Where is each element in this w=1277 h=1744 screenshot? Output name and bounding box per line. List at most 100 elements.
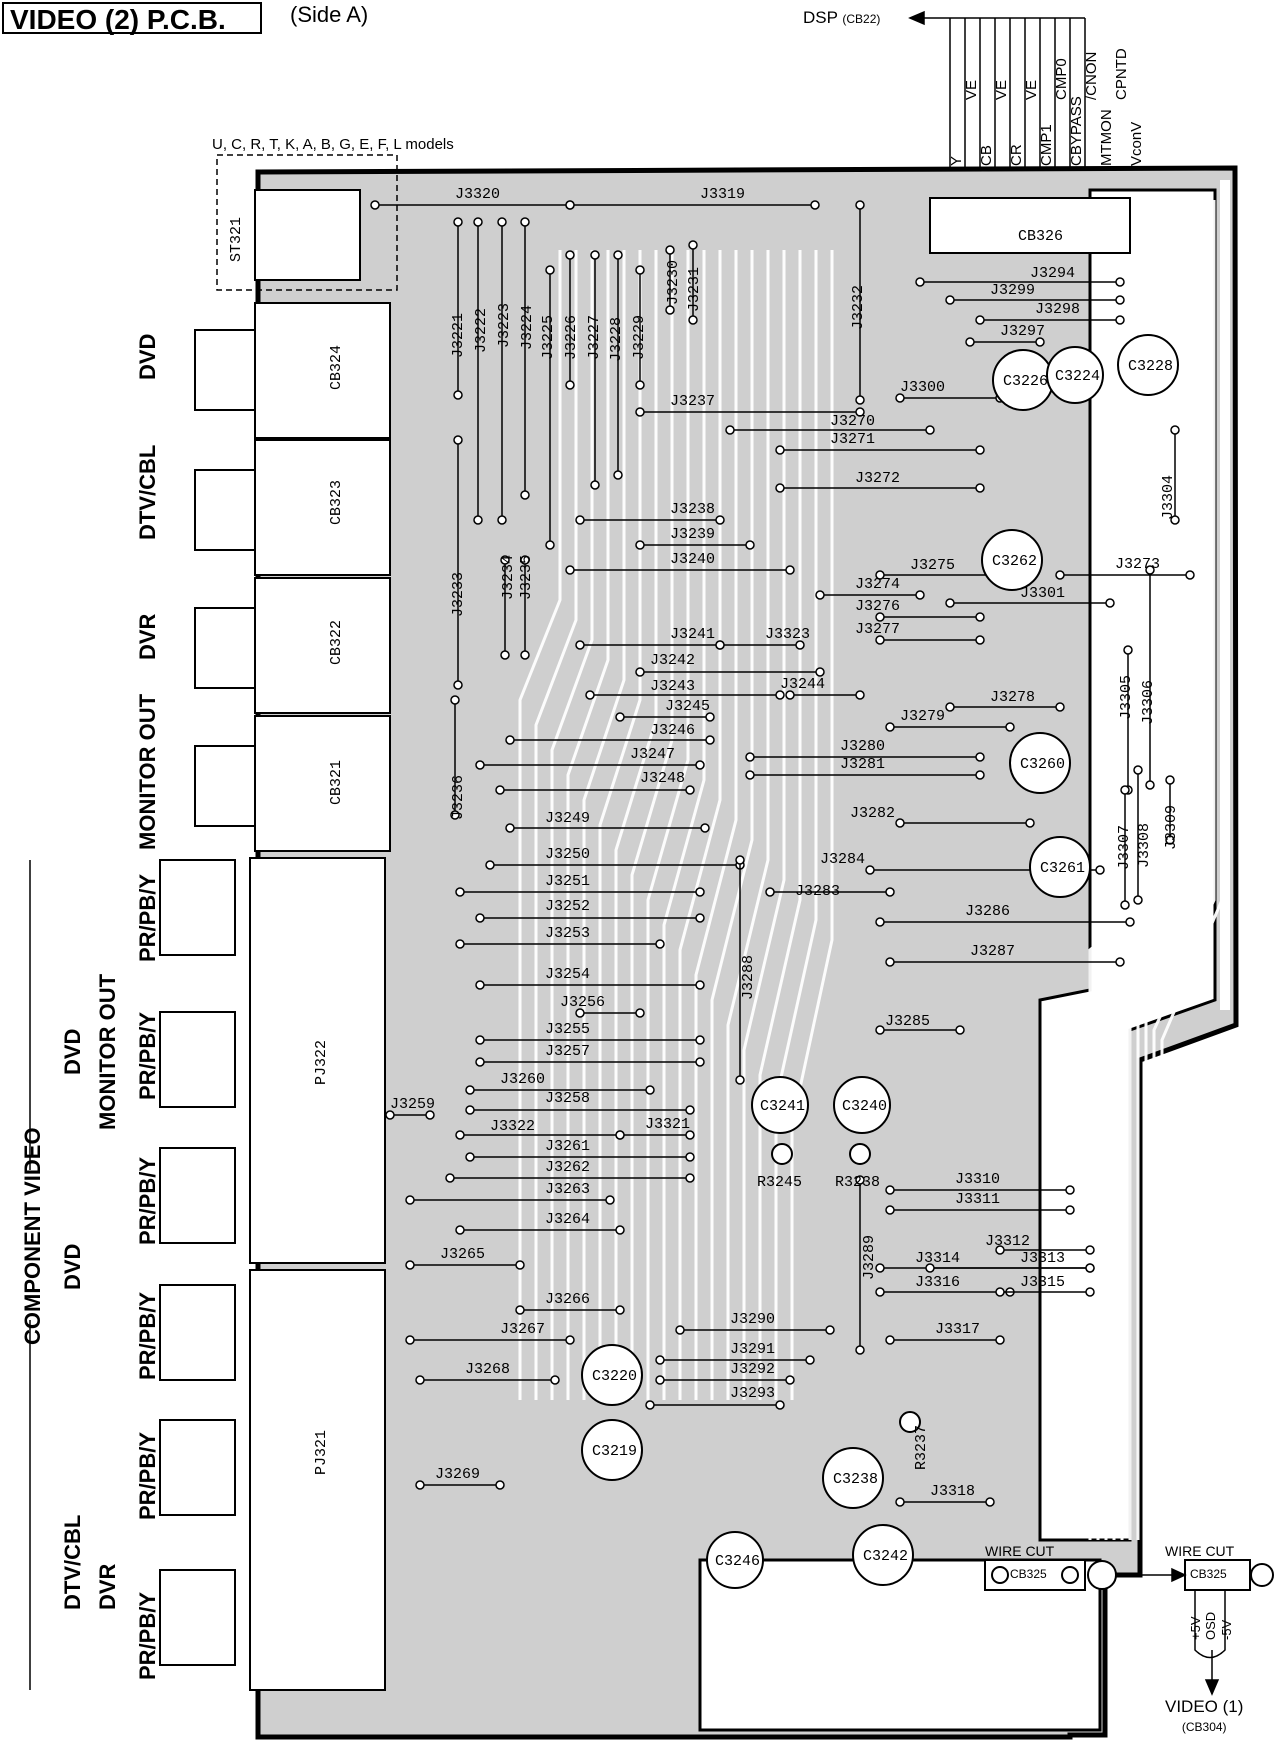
jumper-pad <box>775 445 785 455</box>
jumper-pad <box>1035 337 1045 347</box>
jumper-pad <box>615 1305 625 1315</box>
jack-blocks-upper <box>194 302 391 852</box>
capacitor-c3242 <box>852 1524 914 1586</box>
capacitor-label-c3246: C3246 <box>715 1553 760 1570</box>
label-dvr: DVR <box>135 613 160 660</box>
jumper-pad <box>1115 957 1125 967</box>
jumper-label-j3268: J3268 <box>465 1361 510 1378</box>
jumper-pad <box>615 712 625 722</box>
jumper-pad <box>885 722 895 732</box>
power-plus5: +5V <box>1188 1616 1203 1641</box>
board-ref-cb324: CB324 <box>328 345 345 390</box>
capacitor-c3240 <box>833 1076 891 1134</box>
jumper-pad <box>590 480 600 490</box>
jumper-pad <box>1115 315 1125 325</box>
jumper-label-j3258: J3258 <box>545 1090 590 1107</box>
jumper-pad <box>975 635 985 645</box>
jumper-label-j3257: J3257 <box>545 1043 590 1060</box>
page-title: VIDEO (2) P.C.B. <box>2 2 262 35</box>
jumper-pad <box>695 1035 705 1045</box>
jack-blocks-component <box>159 857 386 1691</box>
label-monitor-out: MONITOR OUT <box>135 693 160 850</box>
jumper-label-j3240: J3240 <box>670 551 715 568</box>
jumper-pad <box>575 640 585 650</box>
jumper-pad <box>1133 765 1143 775</box>
jumper-pad <box>575 1008 585 1018</box>
jumper-label-j3269: J3269 <box>435 1466 480 1483</box>
jumper-pad <box>895 1497 905 1507</box>
jumper-label-j3288: J3288 <box>740 955 757 1000</box>
jumper-pad <box>695 760 705 770</box>
capacitor-label-c3261: C3261 <box>1040 860 1085 877</box>
jumper-pad <box>635 407 645 417</box>
jumper-pad <box>975 315 985 325</box>
jumper-label-j3285: J3285 <box>885 1013 930 1030</box>
dsp-signal-cr: CR <box>1008 144 1025 166</box>
jumper-pad <box>465 1152 475 1162</box>
jumper-label-j3235: J3235 <box>518 555 535 600</box>
jumper-pad <box>685 785 695 795</box>
jumper-pad <box>475 913 485 923</box>
connector-cb326 <box>929 197 1131 254</box>
jumper-pad <box>425 1110 435 1120</box>
jumper-pad <box>497 217 507 227</box>
jumper-pad <box>805 1355 815 1365</box>
jumper-pad <box>765 887 775 897</box>
jumper-pad <box>995 1335 1005 1345</box>
jumper-pad <box>565 200 575 210</box>
jumper-pad <box>705 735 715 745</box>
capacitor-label-c3260: C3260 <box>1020 756 1065 773</box>
jumper-pad <box>1125 917 1135 927</box>
jumper-pad <box>1085 1245 1095 1255</box>
jumper-label-j3289: J3289 <box>861 1235 878 1280</box>
jumper-pad <box>785 565 795 575</box>
jumper-pad <box>715 640 725 650</box>
jumper-pad <box>875 917 885 927</box>
jumper-pad <box>815 590 825 600</box>
jumper-pad <box>655 1375 665 1385</box>
jumper-label-j3250: J3250 <box>545 846 590 863</box>
jumper-pad <box>735 1075 745 1085</box>
jumper-pad <box>445 1173 455 1183</box>
dsp-signal-top-3: CMP0 <box>1053 58 1070 100</box>
jumper-label-j3283: J3283 <box>795 883 840 900</box>
jumper-label-j3304: J3304 <box>1160 475 1177 520</box>
jumper-label-j3307: J3307 <box>1116 825 1133 870</box>
jumper-label-j3261: J3261 <box>545 1138 590 1155</box>
jumper-pad <box>855 1175 865 1185</box>
jumper-pad <box>465 1105 475 1115</box>
jumper-pad <box>775 483 785 493</box>
label-pr-pb-y-6: PR/PB/Y <box>135 1591 160 1680</box>
jumper-label-j3262: J3262 <box>545 1159 590 1176</box>
jumper-pad <box>855 200 865 210</box>
jumper-pad <box>505 823 515 833</box>
jumper-pad <box>370 200 380 210</box>
jumper-pad <box>495 1480 505 1490</box>
jumper-pad <box>1065 1205 1075 1215</box>
jumper-pad <box>1170 515 1180 525</box>
jumper-pad <box>473 217 483 227</box>
jumper-pad <box>453 435 463 445</box>
jumper-pad <box>565 380 575 390</box>
dsp-signal-top-5: CPNTD <box>1113 48 1130 100</box>
jumper-pad <box>915 590 925 600</box>
jumper-label-j3267: J3267 <box>500 1321 545 1338</box>
jumper-pad <box>500 650 510 660</box>
jumper-pad <box>1115 295 1125 305</box>
jumper-label-j3280: J3280 <box>840 738 885 755</box>
jumper-pad <box>455 939 465 949</box>
jumper-pad <box>1123 645 1133 655</box>
jumper-label-j3277: J3277 <box>855 621 900 638</box>
jumper-pad <box>550 1375 560 1385</box>
jumper-label-j3306: J3306 <box>1140 680 1157 725</box>
jumper-pad <box>700 823 710 833</box>
jumper-pad <box>1145 565 1155 575</box>
jumper-pad <box>695 980 705 990</box>
jumper-label-j3225: J3225 <box>540 315 557 360</box>
label-dvr-2: DVR <box>95 1563 120 1610</box>
jumper-pad <box>1055 702 1065 712</box>
jumper-label-j3228: J3228 <box>608 317 625 362</box>
jumper-pad <box>520 217 530 227</box>
label-dtv-cbl-2: DTV/CBL <box>60 1514 85 1610</box>
capacitor-label-c3240: C3240 <box>842 1098 887 1115</box>
